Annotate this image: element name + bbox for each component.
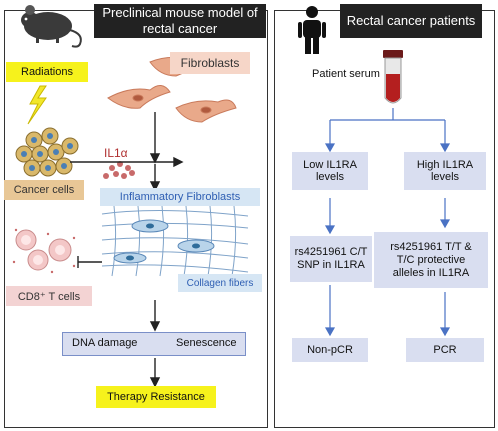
person-icon bbox=[298, 6, 326, 54]
collagen-fibers-label: Collagen fibers bbox=[178, 274, 262, 292]
non-pcr-box: Non-pCR bbox=[292, 338, 368, 362]
left-panel-title: Preclinical mouse model of rectal cancer bbox=[94, 4, 266, 38]
cd8-t-cells-label: CD8⁺ T cells bbox=[6, 286, 92, 306]
pcr-box: PCR bbox=[406, 338, 484, 362]
mouse-icon bbox=[21, 5, 82, 48]
radiations-label: Radiations bbox=[6, 62, 88, 82]
cancer-cells-illustration bbox=[15, 127, 79, 177]
collagen-network-illustration bbox=[101, 205, 249, 277]
patient-serum-label: Patient serum bbox=[312, 68, 380, 80]
dna-damage-label: DNA damage bbox=[72, 337, 138, 349]
cd8-t-cells-illustration bbox=[12, 228, 76, 274]
therapy-resistance-label: Therapy Resistance bbox=[96, 386, 216, 408]
snp-high-text: rs4251961 T/T & T/C protective alleles i… bbox=[390, 240, 472, 279]
right-panel-title: Rectal cancer patients bbox=[340, 4, 482, 38]
blood-tube-icon bbox=[383, 50, 403, 104]
lightning-icon bbox=[27, 85, 47, 125]
il1a-label: IL1α bbox=[104, 146, 128, 160]
fibroblasts-label: Fibroblasts bbox=[170, 52, 250, 74]
senescence-label: Senescence bbox=[176, 337, 237, 349]
inflammatory-fibroblasts-label: Inflammatory Fibroblasts bbox=[100, 188, 260, 206]
high-il1ra-box: High IL1RA levels bbox=[404, 152, 486, 190]
snp-low-box: rs4251961 C/T SNP in IL1RA bbox=[290, 236, 372, 282]
dna-senescence-box bbox=[62, 332, 246, 356]
cancer-cells-label: Cancer cells bbox=[4, 180, 84, 200]
low-il1ra-box: Low IL1RA levels bbox=[292, 152, 368, 190]
snp-high-box: rs4251961 T/T & T/C protective alleles i… bbox=[374, 232, 488, 288]
il1a-molecules bbox=[103, 161, 135, 179]
snp-low-text: rs4251961 C/T SNP in IL1RA bbox=[294, 246, 368, 271]
